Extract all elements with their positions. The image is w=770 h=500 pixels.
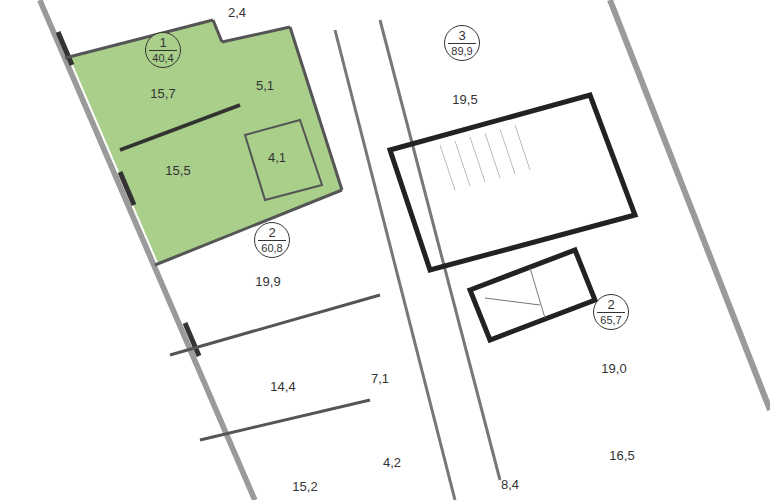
room-area: 8,4 xyxy=(501,478,519,491)
highlighted-apartment xyxy=(65,20,342,265)
badge-divider xyxy=(149,50,177,51)
badge-divider xyxy=(597,312,625,313)
bathroom xyxy=(245,120,322,200)
wall xyxy=(155,190,342,265)
apartment-number: 3 xyxy=(445,29,479,42)
wall xyxy=(170,295,380,355)
apartment-badge: 265,7 xyxy=(593,294,629,330)
room-area: 5,1 xyxy=(256,79,274,92)
apartment-badge: 140,4 xyxy=(145,32,181,68)
wall xyxy=(120,105,240,150)
staircase xyxy=(390,95,635,270)
badge-divider xyxy=(448,43,476,44)
apartment-area: 89,9 xyxy=(445,46,479,57)
apartment-badge: 260,8 xyxy=(254,222,290,258)
room-area: 15,2 xyxy=(292,480,317,493)
room-area: 14,4 xyxy=(270,380,295,393)
room-area: 4,2 xyxy=(383,456,401,469)
corridor-wall xyxy=(335,30,455,500)
room-area: 19,0 xyxy=(601,362,626,375)
room-area: 4,1 xyxy=(268,151,286,164)
room-area: 15,7 xyxy=(150,87,175,100)
window xyxy=(58,32,72,65)
room-area: 15,5 xyxy=(165,164,190,177)
wall xyxy=(213,20,222,42)
apartment-area: 40,4 xyxy=(146,53,180,64)
room-area: 7,1 xyxy=(371,372,389,385)
room-area: 19,5 xyxy=(452,93,477,106)
room-area: 16,5 xyxy=(609,449,634,462)
apartment-number: 1 xyxy=(146,36,180,49)
room-area: 19,9 xyxy=(255,275,280,288)
elevator-shaft xyxy=(470,250,595,340)
apartment-area: 60,8 xyxy=(255,243,289,254)
wall xyxy=(65,20,213,58)
facade-wall xyxy=(40,0,255,500)
apartment-number: 2 xyxy=(255,226,289,239)
badge-divider xyxy=(258,240,286,241)
wall xyxy=(222,27,290,42)
room-area: 2,4 xyxy=(228,6,246,19)
corridor-wall xyxy=(380,20,500,480)
apartment-area: 65,7 xyxy=(594,315,628,326)
facade-wall-gap xyxy=(44,0,259,500)
elevator-cross xyxy=(530,268,545,318)
wall xyxy=(200,400,370,440)
apartment-number: 2 xyxy=(594,298,628,311)
window xyxy=(120,172,134,205)
stairs xyxy=(440,125,530,190)
facade-wall xyxy=(610,0,770,410)
elevator-cross xyxy=(485,298,540,305)
apartment-badge: 389,9 xyxy=(444,25,480,61)
